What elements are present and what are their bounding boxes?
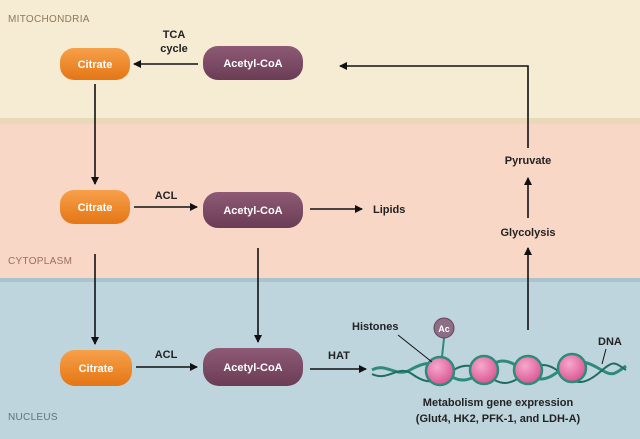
acetylcoa-node-cytoplasm: Acetyl-CoA <box>203 192 303 228</box>
acetylcoa-node-nucleus-label: Acetyl-CoA <box>223 362 282 374</box>
hat-label: HAT <box>328 350 350 362</box>
acetylcoa-node-nucleus: Acetyl-CoA <box>203 348 303 386</box>
acl-label-nucleus: ACL <box>155 349 178 361</box>
histone-1 <box>424 355 456 387</box>
histone-3 <box>512 354 544 386</box>
acetyl-mark-label: Ac <box>438 324 450 334</box>
citrate-node-nucleus: Citrate <box>60 350 132 386</box>
tca-cycle-label-line1: TCA <box>163 29 186 41</box>
cytoplasm-label: CYTOPLASM <box>8 256 72 267</box>
histone-2 <box>468 354 500 386</box>
acetylcoa-node-mitochondria-label: Acetyl-CoA <box>223 58 282 70</box>
citrate-node-cytoplasm: Citrate <box>60 190 130 224</box>
pyruvate-label: Pyruvate <box>505 155 551 167</box>
acetylcoa-node-mitochondria: Acetyl-CoA <box>203 46 303 80</box>
citrate-node-cytoplasm-label: Citrate <box>78 202 113 214</box>
membrane-divider <box>0 118 640 124</box>
gene-expression-label-line2: (Glut4, HK2, PFK-1, and LDH-A) <box>416 413 581 425</box>
dna-pointer <box>601 348 607 365</box>
nuclear-envelope <box>0 278 640 282</box>
dna-strand-2 <box>371 362 627 384</box>
nucleus-label: NUCLEUS <box>8 412 58 423</box>
citrate-node-mitochondria-label: Citrate <box>78 59 113 71</box>
dna-strand <box>371 359 627 382</box>
citrate-node-nucleus-label: Citrate <box>79 363 114 375</box>
acetylcoa-node-cytoplasm-label: Acetyl-CoA <box>223 205 282 217</box>
histones-label: Histones <box>352 321 398 333</box>
lipids-label: Lipids <box>373 204 405 216</box>
glycolysis-label: Glycolysis <box>500 227 555 239</box>
acl-label-cytoplasm: ACL <box>155 190 178 202</box>
histone-4 <box>556 352 588 384</box>
tca-cycle-label-line2: cycle <box>160 43 188 55</box>
acetyl-mark <box>433 317 455 339</box>
chromatin: Ac <box>371 317 627 387</box>
mitochondria-label: MITOCHONDRIA <box>8 14 90 25</box>
dna-label: DNA <box>598 336 622 348</box>
gene-expression-label-line1: Metabolism gene expression <box>423 397 574 409</box>
acetyl-tail <box>441 337 445 358</box>
citrate-node-mitochondria: Citrate <box>60 48 130 80</box>
arrow-pyruvate-to-acetylcoa-mito <box>339 62 529 148</box>
histones-pointer <box>397 334 433 363</box>
